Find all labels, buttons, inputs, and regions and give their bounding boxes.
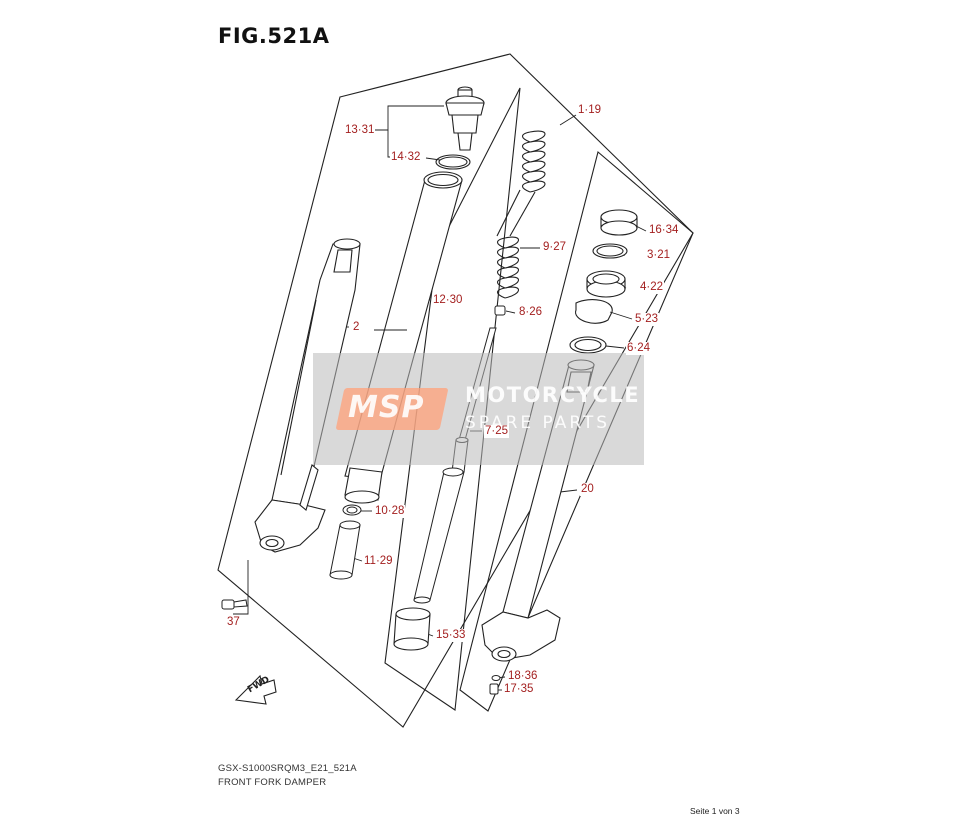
fork-cap	[445, 86, 485, 151]
page-counter: Seite 1 von 3	[690, 806, 740, 816]
part-label: 6·24	[626, 342, 652, 355]
figure-title: FIG.521A	[218, 24, 330, 48]
part-label: 18·36	[507, 670, 539, 683]
part-label: 37	[226, 616, 241, 629]
drain-screw	[489, 675, 501, 695]
part-label: 3·21	[646, 249, 672, 262]
damper-nut	[494, 305, 506, 316]
watermark-line1: MOTORCYCLE	[465, 383, 641, 407]
bolt-37	[221, 599, 248, 610]
part-label: 5·23	[634, 313, 660, 326]
part-label: 11·29	[363, 555, 394, 568]
part-label: 16·34	[648, 224, 680, 237]
watermark-logo: MSP	[348, 390, 425, 425]
part-label: 14·32	[390, 151, 422, 164]
part-label: 8·26	[518, 306, 544, 319]
frame-damper	[384, 87, 521, 711]
part-label: 9·27	[542, 241, 568, 254]
seal-stack	[569, 209, 638, 354]
fwd-arrow	[234, 674, 277, 705]
diagram-caption: FRONT FORK DAMPER	[218, 777, 327, 788]
part-label: 12·30	[432, 294, 464, 307]
part-label: 4·22	[639, 281, 665, 294]
part-label: 1·19	[577, 104, 603, 117]
part-label: 17·35	[503, 683, 535, 696]
part-label: 20	[580, 483, 595, 496]
part-label: 13·31	[344, 124, 376, 137]
slide-bushing	[329, 504, 362, 580]
o-ring	[435, 154, 471, 170]
oil-lock-collar	[393, 607, 431, 651]
frame-right-leg	[459, 151, 694, 712]
part-label: 10·28	[374, 505, 406, 518]
part-label: 2	[352, 321, 361, 334]
part-label: 15·33	[435, 629, 467, 642]
model-code: GSX-S1000SRQM3_E21_521A	[218, 763, 357, 774]
part-label: 7·25	[484, 425, 510, 438]
fork-spring	[496, 130, 546, 299]
